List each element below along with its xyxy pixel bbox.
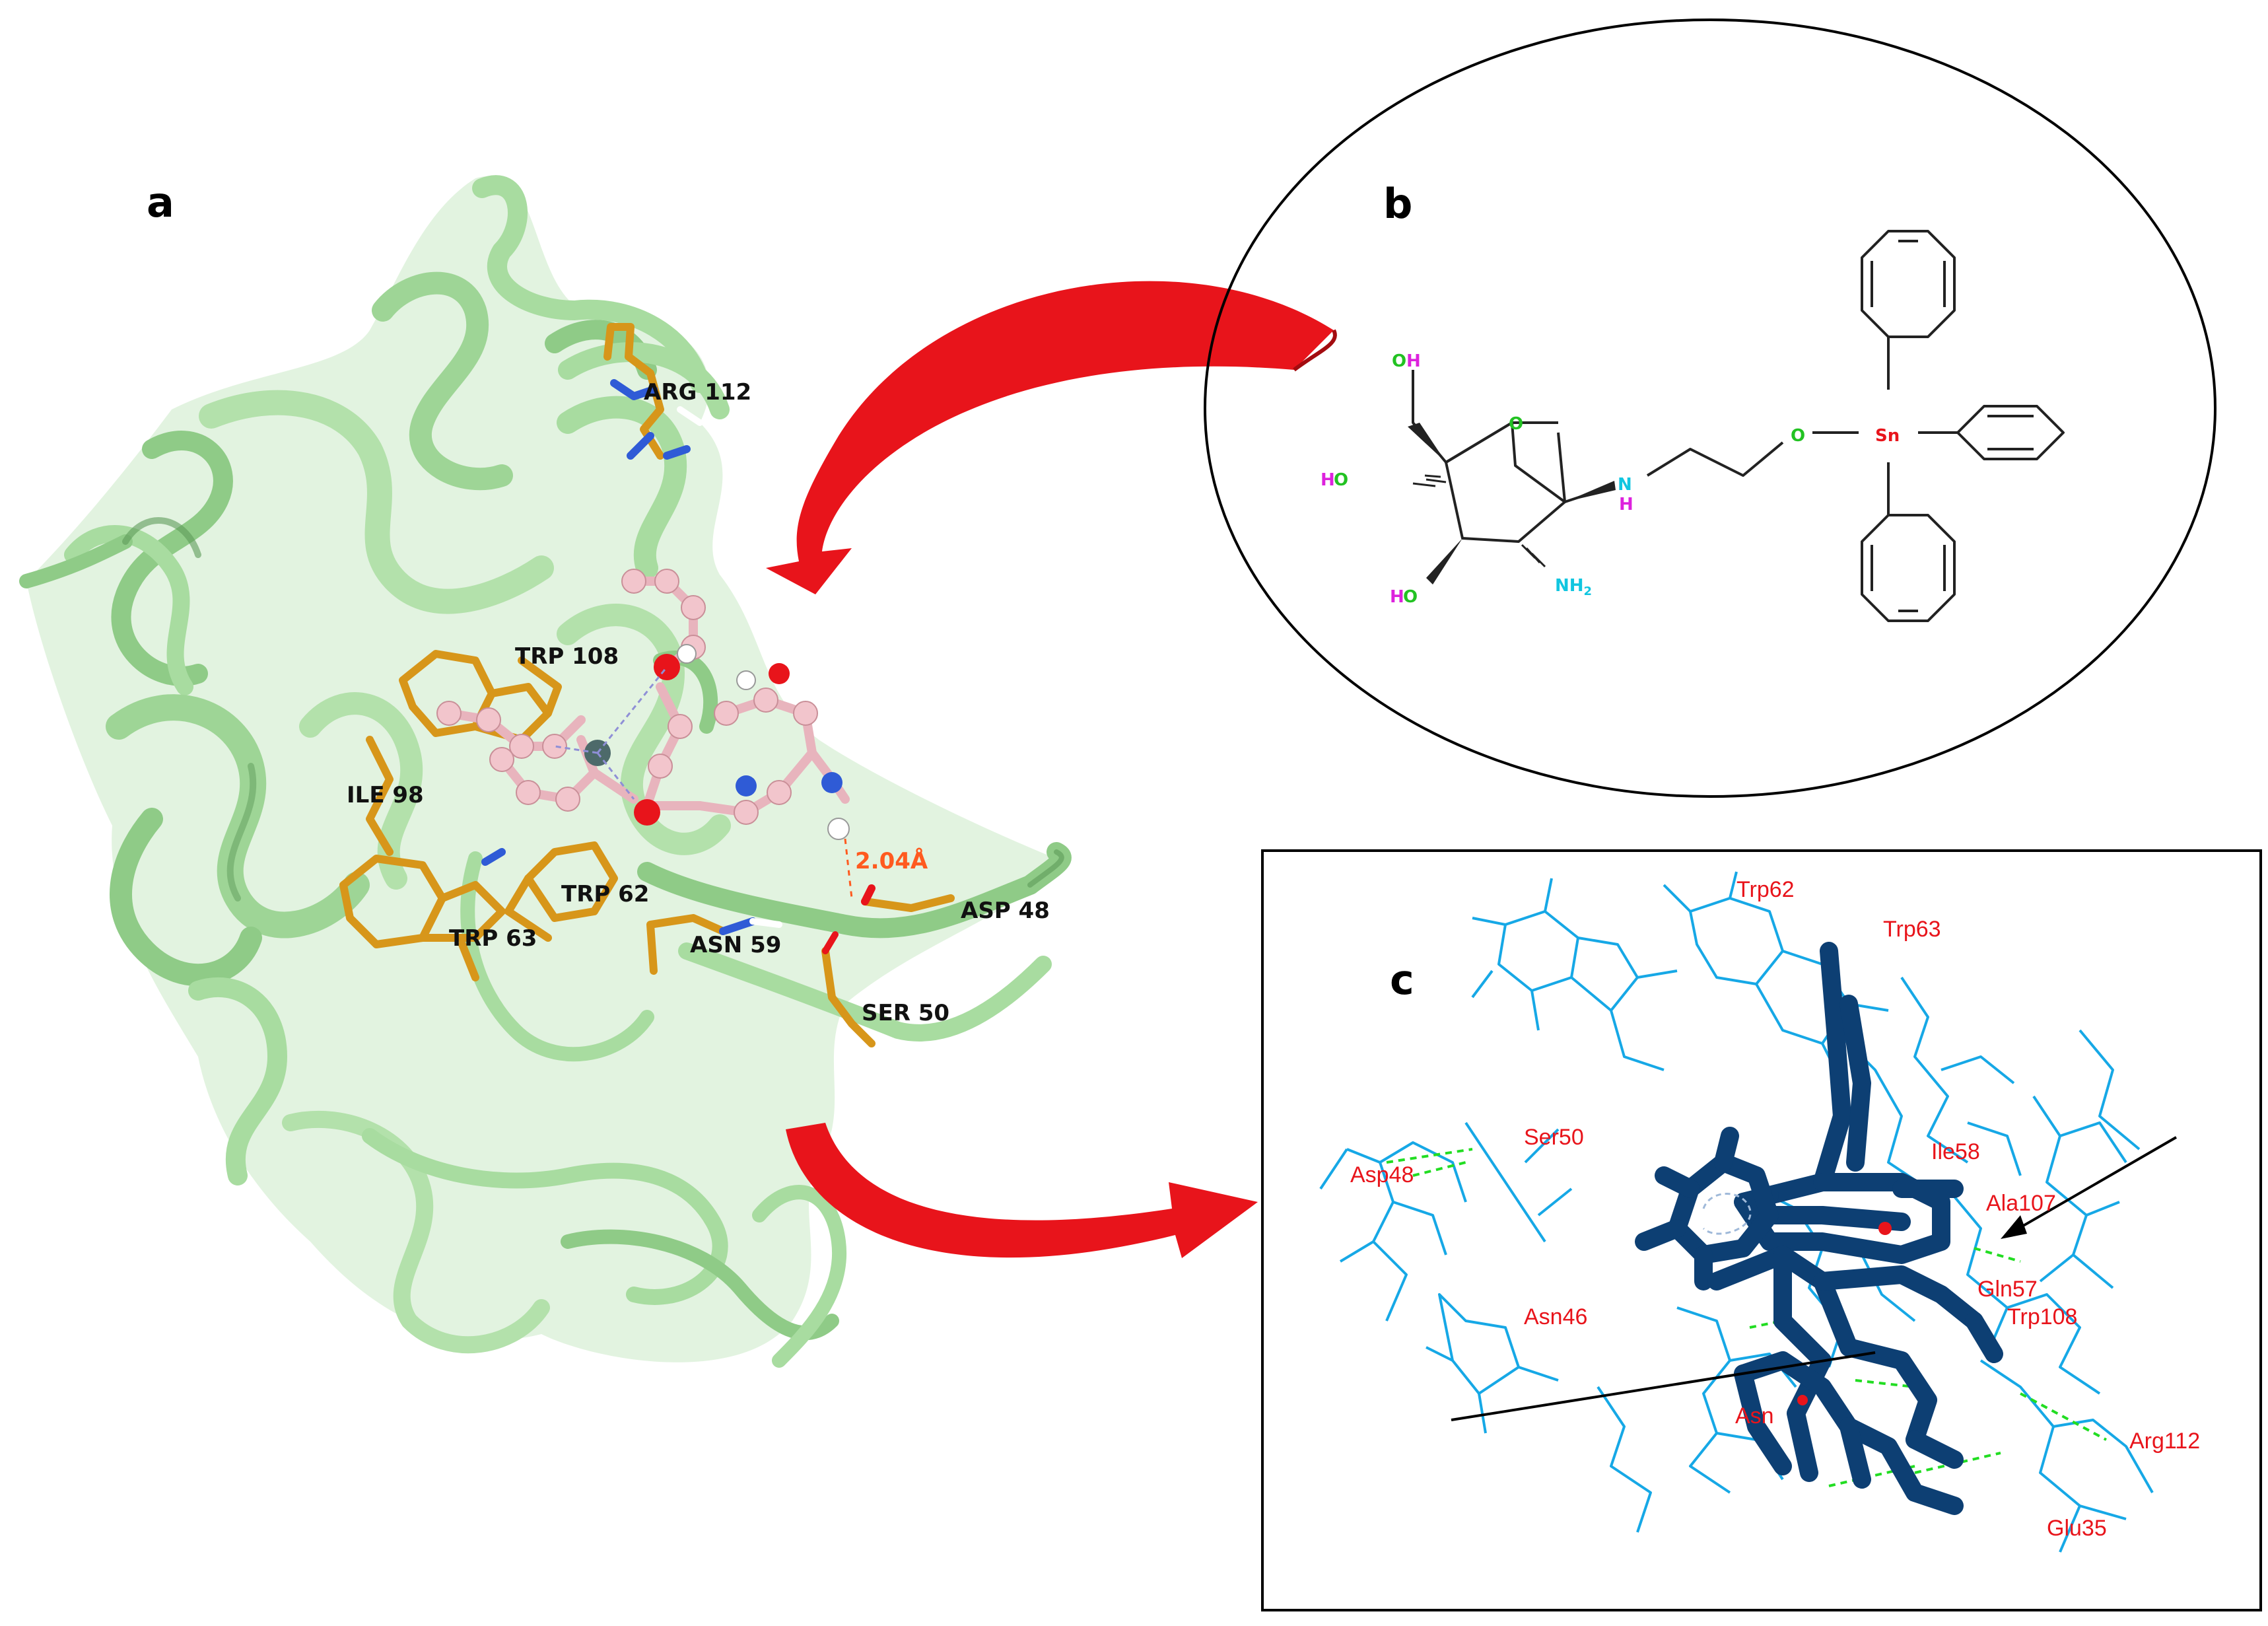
label-c-asn46: Asn46 [1524, 1304, 1587, 1329]
label-c-asn-partial: Asn [1735, 1403, 1774, 1429]
stereo-bonds [1408, 423, 1616, 584]
label-c-ile58: Ile58 [1931, 1139, 1980, 1164]
panel-b: b [1204, 18, 2216, 798]
panel-c: c [1261, 849, 2262, 1611]
label-c-ser50: Ser50 [1524, 1125, 1584, 1150]
label-asn59: ASN 59 [690, 932, 781, 958]
atom-ho-bottom-h: H [1390, 587, 1404, 607]
atom-link-o: O [1791, 426, 1805, 446]
atom-ho-left-h: H [1321, 470, 1335, 490]
ligand-ball-stick [436, 569, 853, 899]
ligand-dashed-ring [1702, 1193, 1752, 1235]
label-c-ala107: Ala107 [1986, 1191, 2056, 1216]
label-c-asp48: Asp48 [1350, 1162, 1414, 1187]
arrow-b-to-a [766, 281, 1337, 594]
atom-nh-h: H [1619, 495, 1633, 514]
atom-sn: Sn [1875, 426, 1900, 446]
label-c-trp62: Trp62 [1736, 877, 1795, 902]
label-c-trp108: Trp108 [2007, 1304, 2077, 1329]
label-trp108: TRP 108 [515, 643, 619, 670]
label-trp62: TRP 62 [561, 881, 649, 907]
hbond-distance-label: 2.04Å [855, 847, 928, 874]
panel-a-letter: a [147, 178, 174, 227]
panel-b-letter: b [1383, 180, 1412, 228]
label-asp48: ASP 48 [961, 898, 1050, 924]
atom-ring-o: O [1509, 414, 1523, 434]
atom-nh-n: N [1618, 475, 1632, 495]
ligand-oxygen-dot [1878, 1222, 1892, 1235]
label-arg112: ARG 112 [644, 379, 751, 406]
label-ile98: ILE 98 [347, 782, 424, 808]
atom-ho-left-o: O [1334, 470, 1348, 490]
panel-c-letter: c [1390, 956, 1414, 1004]
docked-ligand [1635, 942, 2003, 1515]
residue-sticks [339, 323, 955, 1047]
label-ser50: SER 50 [862, 1000, 949, 1026]
atom-oh-top-o: O [1392, 351, 1406, 371]
pointer-lines [1451, 1136, 2178, 1421]
panel-b-ellipse [1204, 18, 2216, 798]
hetero-atoms [481, 379, 876, 954]
atom-ho-bottom-o: O [1403, 587, 1418, 607]
ligand-oxygen-dot-2 [1797, 1395, 1808, 1405]
panel-a: a [19, 175, 1072, 1368]
atom-nh2: NH2 [1555, 576, 1592, 598]
arrow-a-to-c [786, 1123, 1258, 1258]
label-c-glu35: Glu35 [2047, 1516, 2107, 1541]
atom-labels: O H O H O H O NH2 N H O Sn [1321, 351, 1900, 607]
protein-ribbon [19, 175, 1072, 1368]
atom-oh-top-h: H [1406, 351, 1421, 371]
wireframe-residues [1319, 871, 2154, 1553]
label-c-arg112: Arg112 [2129, 1429, 2200, 1454]
label-trp63: TRP 63 [449, 925, 537, 952]
label-c-trp63: Trp63 [1883, 917, 1941, 942]
label-c-gln57: Gln57 [1977, 1277, 2038, 1302]
